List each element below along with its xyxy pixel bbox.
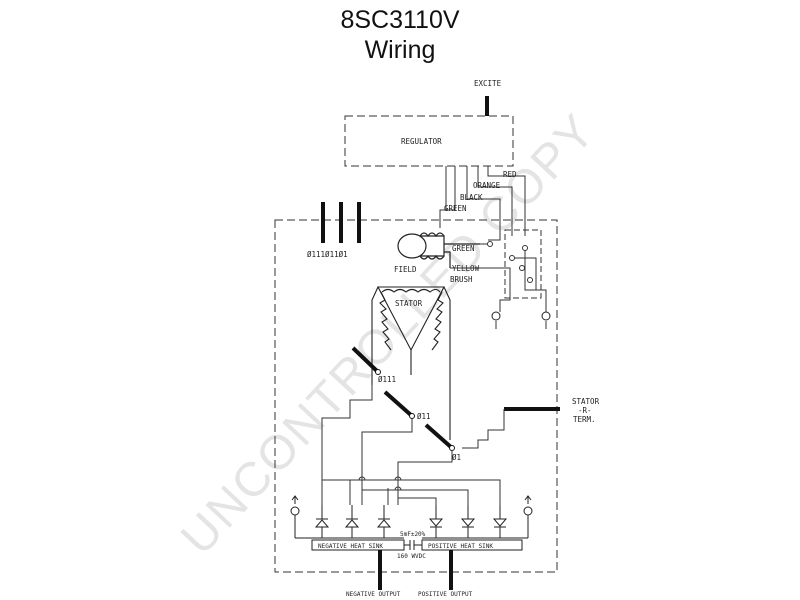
- stator-term-label-1: STATOR: [572, 397, 600, 406]
- field-green-label: GREEN: [452, 244, 475, 253]
- positive-ground-symbol: [541, 311, 551, 321]
- positive-heat-sink-label: POSITIVE HEAT SINK: [428, 543, 493, 550]
- phase-terminal-posts: [321, 202, 361, 243]
- wire-crossovers: [358, 476, 402, 491]
- regulator-terminal-block: [450, 229, 547, 312]
- phase-lead-terminals: [375, 369, 455, 451]
- regulator-label: REGULATOR: [401, 137, 442, 146]
- negative-diodes: [314, 505, 392, 538]
- negative-heat-sink-label: NEGATIVE HEAT SINK: [318, 543, 383, 550]
- capacitor-voltage-label: 160 WVDC: [397, 553, 426, 560]
- positive-output-label: POSITIVE OUTPUT: [418, 591, 473, 598]
- heat-sink-ground-symbols: [290, 495, 533, 516]
- field-label: FIELD: [394, 265, 417, 274]
- phase-111-label: Ø111: [378, 375, 396, 384]
- stator-term-label-3: TERM.: [573, 415, 596, 424]
- stator-label: STATOR: [395, 299, 423, 308]
- heat-sinks: [294, 515, 529, 551]
- negative-ground-symbol: [491, 311, 501, 321]
- phase-11-label: Ø11: [417, 412, 431, 421]
- brush-label: BRUSH: [450, 275, 473, 284]
- positive-diodes: [428, 505, 508, 538]
- regulator-box: [344, 115, 514, 167]
- stator-winding: [371, 286, 451, 440]
- wire-green-label: GREEN: [444, 204, 467, 213]
- phase-terminal-labels: Ø111Ø11Ø1: [307, 250, 348, 259]
- diagram-title: 8SC3110V: [340, 6, 460, 34]
- phase-leads: [351, 346, 454, 450]
- capacitor: [404, 540, 422, 550]
- field-coil: [397, 232, 480, 268]
- phase-1-label: Ø1: [452, 453, 461, 462]
- wire-orange-label: ORANGE: [473, 181, 501, 190]
- capacitor-rating-label: 5mF±20%: [400, 531, 426, 538]
- diagram-subtitle: Wiring: [364, 36, 436, 64]
- wire-black-label: BLACK: [460, 193, 483, 202]
- stator-term-label-2: -R-: [578, 406, 592, 415]
- alternator-housing: [274, 219, 558, 573]
- wire-red-label: RED: [503, 170, 517, 179]
- excite-label: EXCITE: [474, 79, 502, 88]
- rectifier-wiring: [321, 385, 505, 505]
- output-terminals: [378, 550, 453, 590]
- watermark-text: UNCONTROLLED COPY: [171, 104, 606, 565]
- negative-output-label: NEGATIVE OUTPUT: [346, 591, 401, 598]
- regulator-leads: [439, 166, 526, 241]
